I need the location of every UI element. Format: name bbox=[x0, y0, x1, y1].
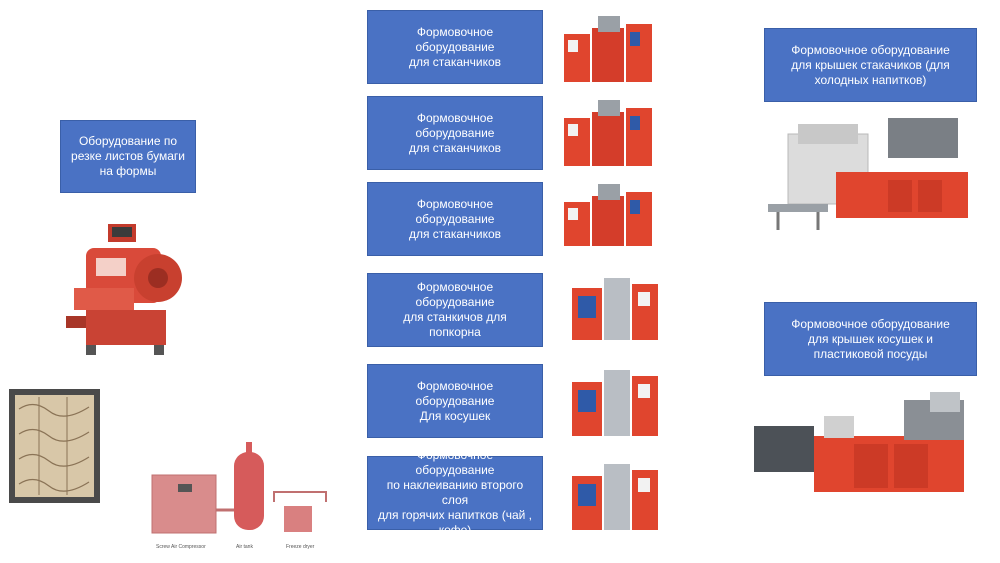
air-compressor-set-image: Screw Air Compressor Air tank Freeze dry… bbox=[151, 442, 327, 550]
cup-forming-label-1: Формовочное оборудование для стаканчиков bbox=[367, 10, 543, 84]
air-tank-caption: Air tank bbox=[236, 544, 253, 550]
cup-machine-image-2 bbox=[564, 100, 652, 166]
cup-machine-image-1 bbox=[564, 16, 652, 82]
lid-thermoforming-machine-image-1 bbox=[768, 118, 968, 230]
freeze-dryer-caption: Freeze dryer bbox=[286, 544, 315, 550]
cup-forming-label-3: Формовочное оборудование для стаканчиков bbox=[367, 182, 543, 256]
popcorn-machine-image bbox=[572, 278, 658, 340]
cutting-equipment-label: Оборудование по резке листов бумаги на ф… bbox=[60, 120, 196, 193]
popcorn-forming-label: Формовочное оборудование для станкичов д… bbox=[367, 273, 543, 347]
bowl-machine-image bbox=[572, 370, 658, 436]
cup-forming-label-2: Формовочное оборудование для стаканчиков bbox=[367, 96, 543, 170]
die-cutting-machine-image bbox=[66, 224, 182, 355]
double-wall-forming-label: Формовочное оборудование по наклеиванию … bbox=[367, 448, 543, 537]
lid-thermoforming-machine-image-2 bbox=[754, 392, 964, 492]
compressor-caption: Screw Air Compressor bbox=[156, 544, 206, 550]
cut-paper-sheet-image bbox=[9, 389, 100, 503]
bowl-forming-label: Формовочное оборудование Для косушек bbox=[367, 364, 543, 438]
cup-machine-image-3 bbox=[564, 184, 652, 246]
bowl-lid-plastic-ware-forming-label: Формовочное оборудование для крышек косу… bbox=[764, 302, 977, 376]
cold-cup-lid-forming-label: Формовочное оборудование для крышек стак… bbox=[764, 28, 977, 102]
double-wall-machine-image bbox=[572, 464, 658, 530]
